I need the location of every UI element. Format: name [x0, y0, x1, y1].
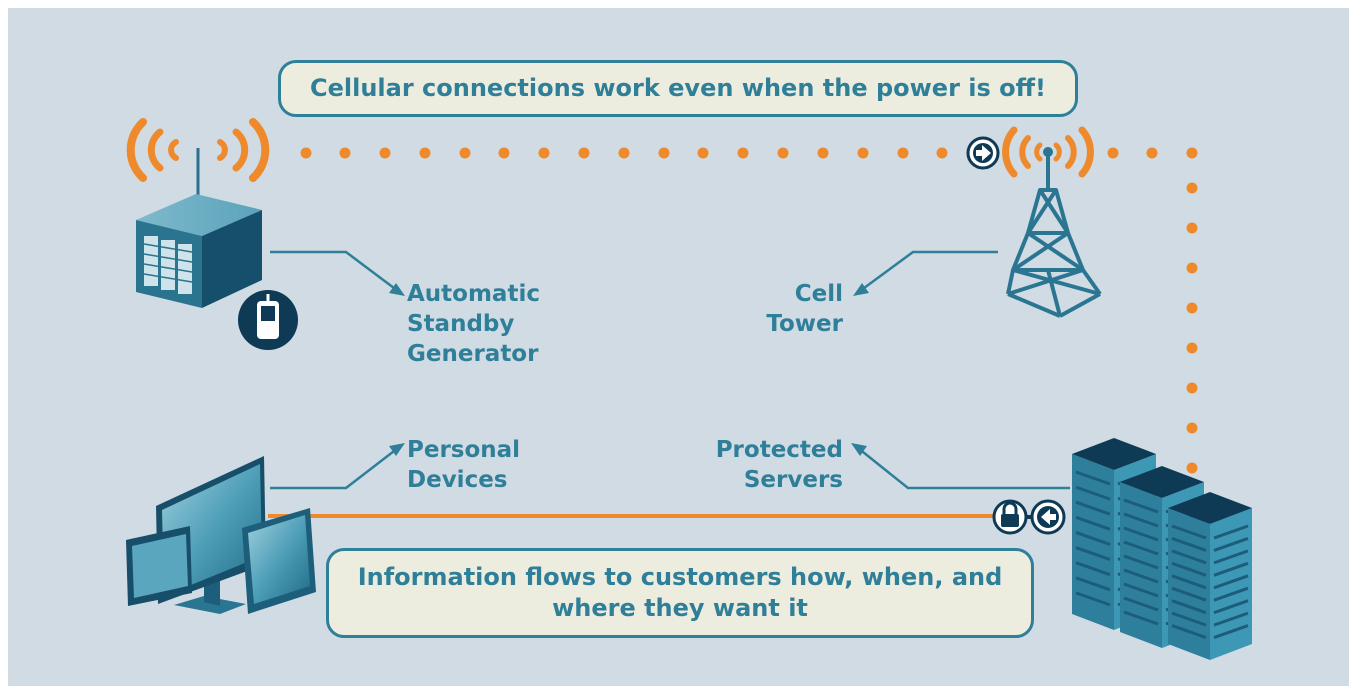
path-dot: [1186, 382, 1198, 394]
cellular-connection-dots: [300, 147, 1198, 474]
generator-icon: [136, 148, 262, 308]
wireless-signal-icon: [126, 118, 270, 182]
path-dot: [897, 147, 909, 159]
path-dot: [300, 147, 312, 159]
mobile-phone-icon: [238, 290, 298, 350]
path-dot: [697, 147, 709, 159]
label-protected-servers: Protected Servers: [715, 437, 843, 493]
path-dot: [1146, 147, 1158, 159]
path-dot: [1186, 262, 1198, 274]
path-dot: [936, 147, 948, 159]
pointer-protected-servers: [857, 447, 1070, 490]
arrow-left-icon: [1030, 499, 1066, 535]
path-dot: [658, 147, 670, 159]
path-dot: [1107, 147, 1119, 159]
personal-devices-icon: [126, 456, 316, 614]
path-dot: [1186, 147, 1198, 159]
pointer-arrowheads: [389, 283, 869, 456]
diagram-canvas: Cellular connections work even when the …: [8, 8, 1349, 686]
path-dot: [817, 147, 829, 159]
arrow-right-icon: [966, 136, 1000, 170]
path-dot: [1186, 222, 1198, 234]
path-dot: [857, 147, 869, 159]
tower-signal-icon: [1002, 126, 1094, 178]
path-dot: [379, 147, 391, 159]
path-dot: [419, 147, 431, 159]
callout-top: Cellular connections work even when the …: [278, 60, 1078, 117]
arrowhead-generator: [389, 283, 405, 296]
path-dot: [618, 147, 630, 159]
label-personal-devices: Personal Devices: [407, 437, 521, 493]
path-dot: [1186, 462, 1198, 474]
path-dot: [1186, 182, 1198, 194]
server-rack-icon: [1072, 438, 1252, 660]
pointer-generator: [270, 250, 399, 292]
label-generator: Automatic Standby Generator: [407, 281, 540, 367]
lock-icon: [992, 499, 1028, 535]
path-dot: [777, 147, 789, 159]
label-cell-tower: Cell Tower: [766, 281, 843, 337]
pointer-lines: [270, 250, 1070, 490]
path-dot: [737, 147, 749, 159]
callout-bottom: Information flows to customers how, when…: [326, 548, 1034, 638]
path-dot: [339, 147, 351, 159]
path-dot: [538, 147, 550, 159]
pointer-cell-tower: [859, 250, 998, 293]
path-dot: [578, 147, 590, 159]
arrowhead-cell-tower: [853, 283, 869, 296]
arrowhead-protected-servers: [851, 443, 867, 456]
arrowhead-personal-devices: [389, 443, 405, 456]
cell-tower-icon: [1006, 147, 1102, 318]
pointer-personal-devices: [270, 447, 399, 490]
path-dot: [1186, 342, 1198, 354]
server-unit: [1168, 492, 1252, 660]
path-dot: [459, 147, 471, 159]
path-dot: [1186, 302, 1198, 314]
path-dot: [498, 147, 510, 159]
path-dot: [1186, 422, 1198, 434]
